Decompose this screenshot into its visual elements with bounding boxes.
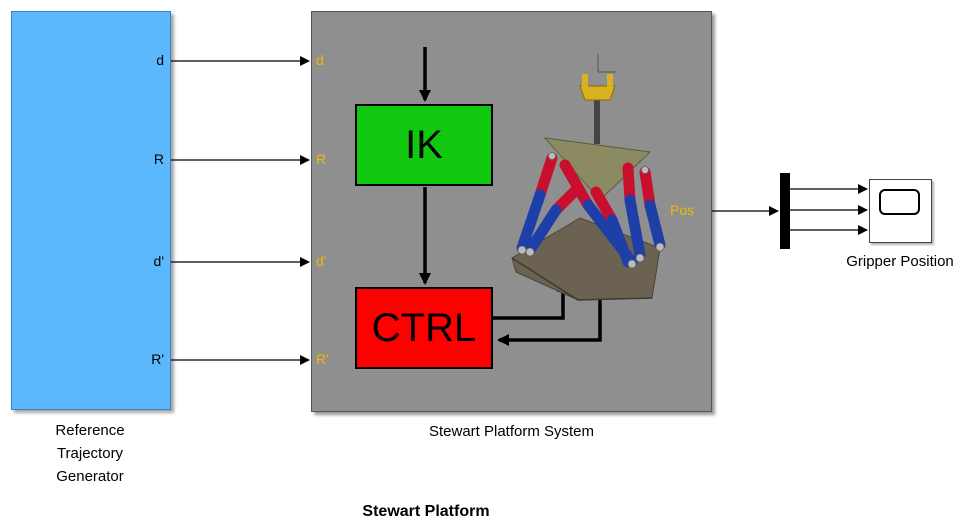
scope-icon[interactable]	[869, 179, 932, 243]
ref-output-port-1: d	[156, 52, 164, 68]
sps-input-port-3: d'	[316, 253, 327, 269]
mask-arrow-ctrl-to-plant	[493, 280, 569, 320]
reference-block-caption: Reference Trajectory Generator	[55, 422, 125, 485]
reference-trajectory-block[interactable]	[11, 11, 171, 410]
ctrl-block: CTRL	[355, 287, 493, 369]
sps-input-port-1: d	[316, 52, 324, 68]
system-block-caption: Stewart Platform System	[428, 423, 595, 440]
ik-block: IK	[355, 104, 493, 186]
sps-output-port: Pos	[670, 202, 695, 218]
scope-screen	[879, 189, 920, 215]
mux-bar[interactable]	[780, 173, 790, 249]
ref-output-port-2: R	[153, 151, 164, 167]
sps-input-port-4: R'	[316, 351, 329, 367]
ref-output-port-3: d'	[153, 253, 164, 269]
scope-caption: Gripper Position	[846, 253, 954, 270]
sps-input-port-2: R	[316, 151, 327, 167]
ref-output-port-4: R'	[151, 351, 164, 367]
mask-arrow-plant-to-ctrl	[497, 288, 602, 346]
model-title: Stewart Platform	[362, 503, 490, 520]
